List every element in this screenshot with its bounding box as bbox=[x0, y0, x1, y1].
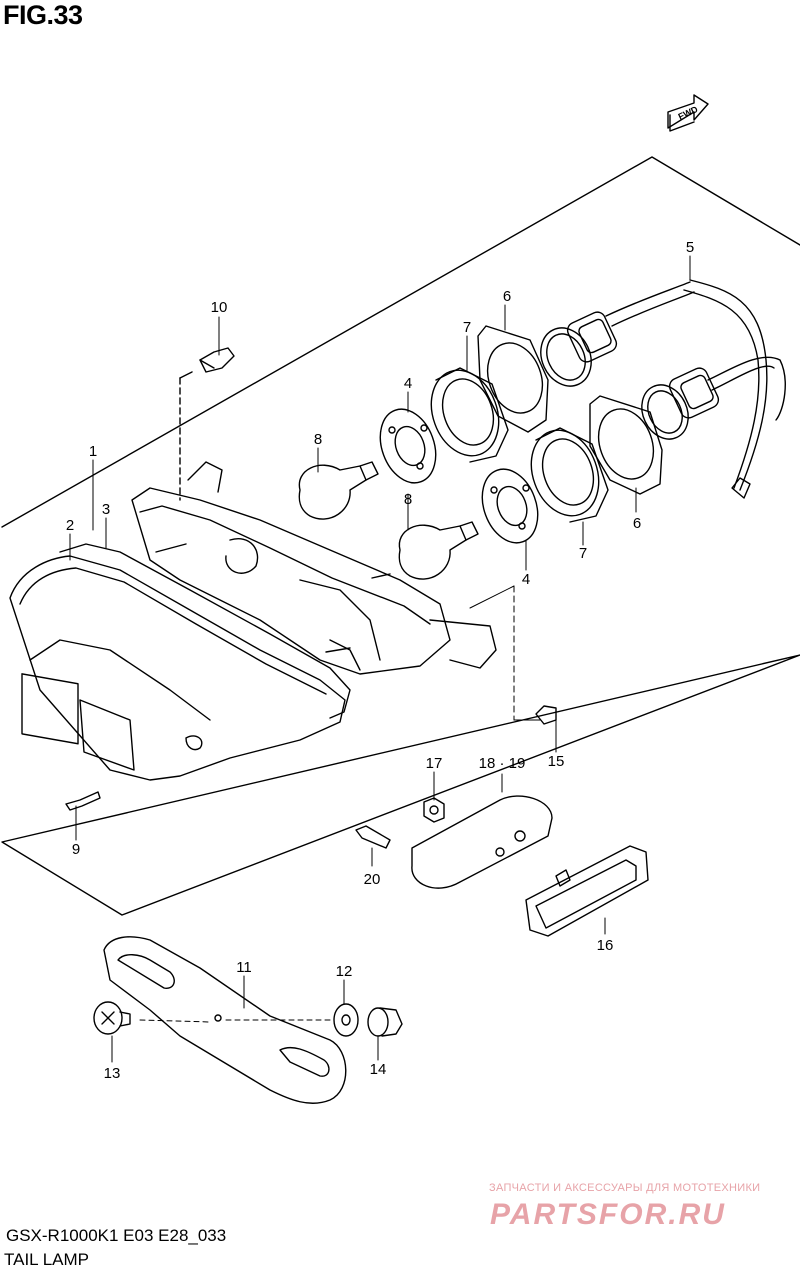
callout-4-upper: 4 bbox=[404, 375, 412, 392]
figure-title: FIG.33 bbox=[3, 0, 83, 30]
gasket-lower bbox=[589, 395, 663, 495]
watermark-logo: PARTSFOR.RU bbox=[490, 1198, 726, 1231]
license-bracket bbox=[103, 936, 347, 1104]
callout-1: 1 bbox=[89, 443, 97, 460]
rear-reflector bbox=[525, 845, 649, 937]
svg-text:PARTSFOR.RU: PARTSFOR.RU bbox=[490, 1198, 726, 1231]
callout-6-lower: 6 bbox=[633, 515, 641, 532]
screw-15 bbox=[535, 705, 557, 725]
callout-6-upper: 6 bbox=[503, 288, 511, 305]
lens-gasket bbox=[59, 543, 351, 719]
bulb-socket-lower bbox=[668, 367, 720, 419]
callout-12: 12 bbox=[336, 963, 353, 980]
screw-20 bbox=[355, 825, 391, 849]
callout-8-upper: 8 bbox=[314, 431, 322, 448]
clip-14 bbox=[367, 1007, 403, 1037]
bulb-holder-upper bbox=[379, 408, 437, 484]
screw-10 bbox=[199, 347, 235, 373]
assembly-frame bbox=[1, 156, 800, 916]
callout-11: 11 bbox=[236, 959, 252, 976]
callout-5: 5 bbox=[686, 239, 694, 256]
model-code: GSX-R1000K1 E03 E28_033 bbox=[6, 1226, 227, 1245]
callout-14: 14 bbox=[370, 1061, 387, 1078]
callout-13: 13 bbox=[104, 1065, 121, 1082]
callout-8-lower: 8 bbox=[404, 491, 412, 508]
bulb-lower bbox=[398, 521, 479, 580]
wiring-harness bbox=[605, 279, 786, 499]
bulb-holder-lower bbox=[481, 468, 539, 544]
callout-18-19: 18 · 19 bbox=[479, 755, 526, 772]
bulb-upper bbox=[298, 461, 379, 520]
gasket-upper bbox=[477, 325, 549, 433]
callout-15: 15 bbox=[548, 753, 565, 770]
callout-7-upper: 7 bbox=[463, 319, 471, 336]
seal-ring-lower bbox=[641, 384, 689, 440]
tail-lamp-body bbox=[131, 371, 497, 675]
callout-9: 9 bbox=[72, 841, 80, 858]
callout-17: 17 bbox=[426, 755, 443, 772]
leader-lines bbox=[69, 255, 691, 1063]
callout-3: 3 bbox=[102, 501, 110, 518]
callout-16: 16 bbox=[597, 937, 614, 954]
nut-17 bbox=[423, 797, 445, 823]
grommet-12 bbox=[333, 1003, 359, 1037]
callout-10: 10 bbox=[211, 299, 228, 316]
bulb-socket-upper bbox=[566, 311, 618, 363]
lens-cover-upper bbox=[430, 367, 509, 463]
screw-9 bbox=[65, 791, 101, 811]
section-name: TAIL LAMP bbox=[4, 1250, 90, 1269]
watermark-tagline: ЗАПЧАСТИ И АКСЕССУАРЫ ДЛЯ МОТОТЕХНИКИ bbox=[489, 1182, 761, 1194]
license-light bbox=[411, 795, 553, 889]
callout-labels: 1 2 3 4 4 5 6 6 7 7 8 8 9 10 11 12 13 14… bbox=[66, 239, 694, 1082]
seal-ring-upper bbox=[540, 327, 592, 387]
fwd-arrow-icon: FWD bbox=[667, 94, 709, 132]
washer-13 bbox=[93, 1001, 131, 1035]
callout-20: 20 bbox=[364, 871, 381, 888]
callout-4-lower: 4 bbox=[522, 571, 530, 588]
lens-cover-lower bbox=[530, 427, 609, 523]
callout-7-lower: 7 bbox=[579, 545, 587, 562]
tail-lamp-lens bbox=[9, 555, 346, 781]
callout-2: 2 bbox=[66, 517, 74, 534]
